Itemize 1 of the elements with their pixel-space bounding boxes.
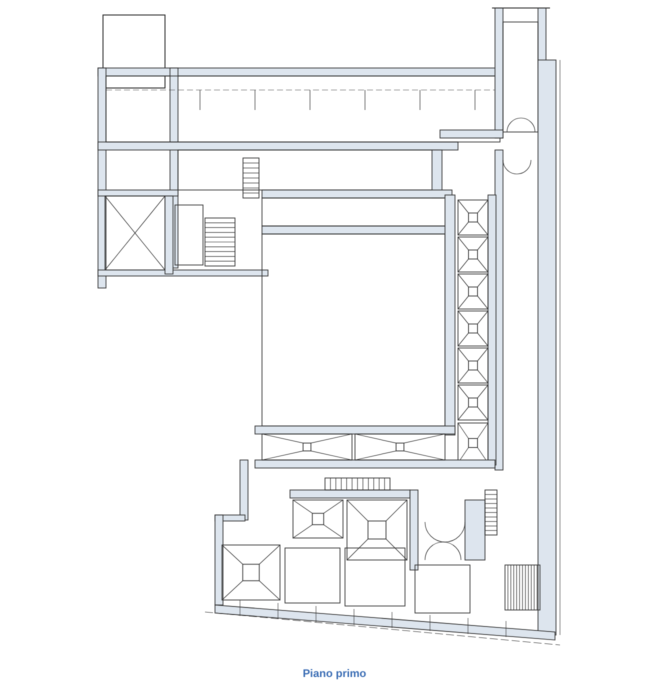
caption: Piano primo	[302, 668, 366, 680]
